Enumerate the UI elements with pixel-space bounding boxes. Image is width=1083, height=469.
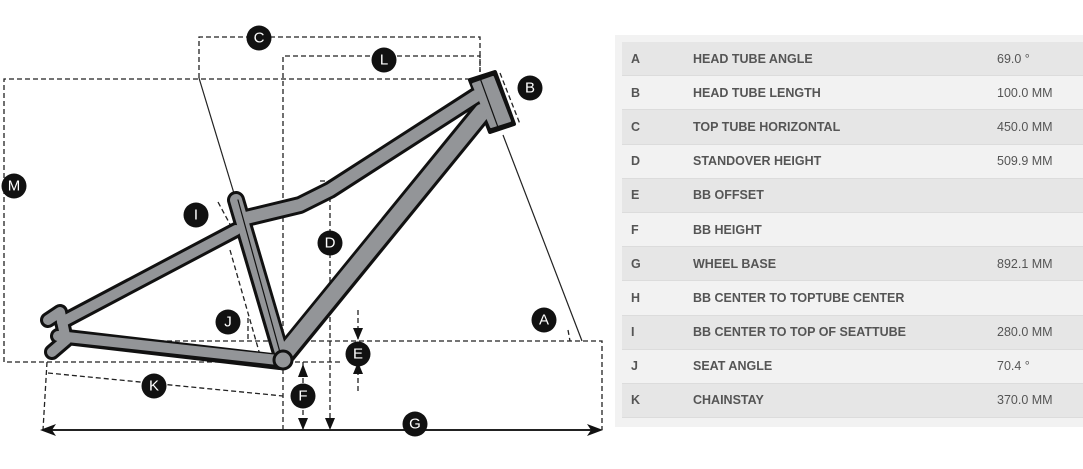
label-m: M [1,173,27,199]
table-row: K CHAINSTAY 370.0 MM [622,383,1083,419]
label-k: K [141,373,167,399]
svg-text:C: C [254,30,265,47]
label-b: B [517,75,543,101]
row-key: C [631,119,641,134]
row-value: 280.0 MM [997,325,1053,340]
row-value: 100.0 MM [997,85,1053,100]
row-key: F [631,222,639,237]
svg-text:G: G [409,416,421,433]
svg-text:L: L [380,52,388,69]
label-a: A [531,307,557,333]
svg-text:D: D [325,235,336,252]
row-value: 70.4 ° [997,359,1030,374]
svg-text:J: J [224,314,232,331]
table-row: C TOP TUBE HORIZONTAL 450.0 MM [622,110,1083,145]
table-row: G WHEEL BASE 892.1 MM [622,247,1083,282]
row-key: B [631,85,641,100]
label-d: D [317,230,343,256]
row-value: 509.9 MM [997,154,1053,169]
table-row: F BB HEIGHT [622,212,1083,248]
row-value: 370.0 MM [997,393,1053,408]
svg-text:B: B [525,80,535,97]
label-c: C [246,25,272,51]
row-name: BB CENTER TO TOPTUBE CENTER [693,290,905,305]
table-row: E BB OFFSET [622,178,1083,213]
row-name: TOP TUBE HORIZONTAL [693,119,841,134]
row-name: CHAINSTAY [693,393,764,408]
table-row: H BB CENTER TO TOPTUBE CENTER [622,281,1083,316]
dimension-labels: C L B M I D J A E K F G [1,25,557,437]
svg-text:E: E [353,346,363,363]
svg-text:F: F [298,388,307,405]
row-key: A [631,51,641,66]
row-name: BB OFFSET [693,188,764,203]
row-value: 69.0 ° [997,51,1030,66]
label-f: F [290,383,316,409]
svg-text:I: I [194,207,198,224]
row-name: WHEEL BASE [693,256,777,271]
label-e: E [345,341,371,367]
row-key: G [631,256,641,271]
label-l: L [371,47,397,73]
row-name: BB CENTER TO TOP OF SEATTUBE [693,325,906,340]
label-j: J [215,309,241,335]
table-row: D STANDOVER HEIGHT 509.9 MM [622,144,1083,179]
bike-frame [40,70,516,371]
row-name: STANDOVER HEIGHT [693,154,822,169]
table-row: I BB CENTER TO TOP OF SEATTUBE 280.0 MM [622,315,1083,350]
row-name: BB HEIGHT [693,222,762,237]
row-value: 892.1 MM [997,256,1053,271]
svg-text:A: A [539,312,549,329]
label-i: I [183,202,209,228]
table-row: J SEAT ANGLE 70.4 ° [622,349,1083,384]
row-name: HEAD TUBE LENGTH [693,85,821,100]
svg-text:K: K [149,378,159,395]
geometry-table: A HEAD TUBE ANGLE 69.0 ° B HEAD TUBE LENGTH… [622,42,1083,419]
row-key: I [631,325,635,340]
row-name: HEAD TUBE ANGLE [693,51,813,66]
row-name: SEAT ANGLE [693,359,773,374]
frame-geometry-diagram: C L B M I D J A E K F G [1,25,603,437]
row-key: K [631,393,641,408]
table-row: B HEAD TUBE LENGTH 100.0 MM [622,76,1083,111]
table-row: A HEAD TUBE ANGLE 69.0 ° [622,42,1083,77]
row-key: E [631,188,640,203]
label-g: G [402,411,428,437]
row-key: D [631,154,641,169]
axis-lines [47,77,600,431]
row-value: 450.0 MM [997,119,1053,134]
row-key: J [631,359,638,374]
svg-text:M: M [8,178,21,195]
row-key: H [631,290,641,305]
